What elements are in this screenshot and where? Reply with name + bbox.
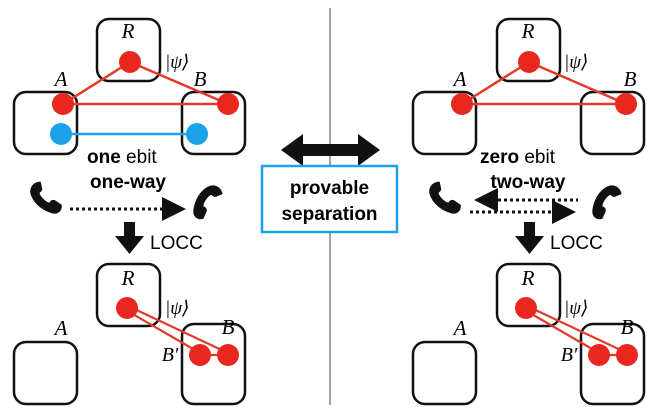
right-top-B-label: B: [624, 67, 637, 91]
right-telephone-icon-B: [588, 183, 626, 221]
right-panel: R |ψ⟩ A B zero ebit two-way LOCC R |ψ⟩ A…: [411, 17, 646, 406]
right-top-red-dot-A: [451, 93, 473, 115]
right-bottom-Bprime-label: B′: [561, 344, 578, 366]
left-top-red-dot-B: [217, 93, 239, 115]
right-bottom-A-box: [411, 340, 478, 406]
right-top-A-box: [411, 90, 478, 156]
left-top-A-label: A: [53, 67, 68, 91]
right-bottom-red-dot-R: [515, 297, 537, 319]
right-top-red-line-RB: [528, 60, 627, 106]
left-top-B-box: [180, 90, 247, 156]
left-bottom-red-dot-Bprime: [189, 344, 211, 366]
left-top-psi-label: |ψ⟩: [165, 52, 189, 73]
left-bottom-psi-label: |ψ⟩: [165, 298, 189, 319]
provable-label: provable: [290, 178, 369, 199]
left-telephone-icon-B: [189, 183, 227, 221]
right-telephone-icon-A: [429, 181, 461, 214]
right-ebit-caption: zero ebit: [480, 147, 556, 168]
right-bottom-red-dot-B: [616, 344, 638, 366]
right-bottom-psi-label: |ψ⟩: [564, 298, 588, 319]
left-top-blue-dot-B: [186, 123, 208, 145]
left-bottom-B-box: [180, 322, 247, 406]
left-top-R-box: [95, 17, 162, 83]
left-top-red-line-RA: [62, 60, 131, 106]
left-comm-label: one-way: [90, 172, 166, 193]
right-bottom-red-line-1: [522, 308, 600, 354]
left-bottom-red-dot-R: [116, 297, 138, 319]
left-telephone-icon-A: [30, 181, 62, 214]
left-bottom-A-label: A: [53, 316, 68, 340]
right-top-R-label: R: [521, 19, 535, 43]
left-top-R-label: R: [121, 19, 135, 43]
right-bottom-red-line-2: [526, 305, 628, 354]
left-panel: R |ψ⟩ A B one ebit one-way LOCC R |: [12, 17, 247, 406]
right-bottom-red-dot-Bprime: [588, 344, 610, 366]
center-separation: provable separation: [260, 134, 399, 234]
left-top-blue-dot-A: [50, 123, 72, 145]
left-bottom-R-box: [95, 262, 162, 328]
right-bottom-R-label: R: [521, 266, 535, 290]
left-bottom-B-label: B: [222, 315, 235, 339]
left-bottom-A-box: [12, 340, 79, 406]
left-bottom-red-dot-B: [217, 344, 239, 366]
left-top-B-label: B: [194, 67, 207, 91]
right-top-red-dot-B: [615, 93, 637, 115]
right-bottom-A-label: A: [452, 316, 467, 340]
right-top-B-box: [579, 90, 646, 156]
left-bottom-Bprime-label: B′: [162, 344, 179, 366]
provable-separation-box: [260, 164, 399, 234]
right-top-R-box: [495, 17, 562, 83]
right-top-red-dot-R: [518, 51, 540, 73]
left-top-red-line-RB: [129, 60, 229, 106]
right-locc-label: LOCC: [550, 233, 603, 254]
left-ebit-caption: one ebit: [87, 147, 157, 168]
right-down-arrow-icon: [515, 222, 544, 254]
left-bottom-red-line-2: [127, 305, 229, 354]
left-bottom-red-line-1: [123, 308, 201, 354]
right-bottom-B-label: B: [621, 315, 634, 339]
left-top-A-box: [12, 90, 79, 156]
right-top-A-label: A: [452, 67, 467, 91]
left-bottom-R-label: R: [121, 266, 135, 290]
right-bottom-B-box: [579, 322, 646, 406]
double-arrow-icon: [281, 134, 380, 166]
left-top-red-dot-R: [119, 51, 141, 73]
separation-label: separation: [281, 204, 377, 225]
right-top-red-line-RA: [461, 60, 530, 106]
left-locc-label: LOCC: [150, 233, 203, 254]
left-top-red-dot-A: [52, 93, 74, 115]
left-down-arrow-icon: [115, 222, 144, 254]
right-top-psi-label: |ψ⟩: [564, 52, 588, 73]
right-bottom-R-box: [495, 262, 562, 328]
right-comm-label: two-way: [491, 172, 566, 193]
